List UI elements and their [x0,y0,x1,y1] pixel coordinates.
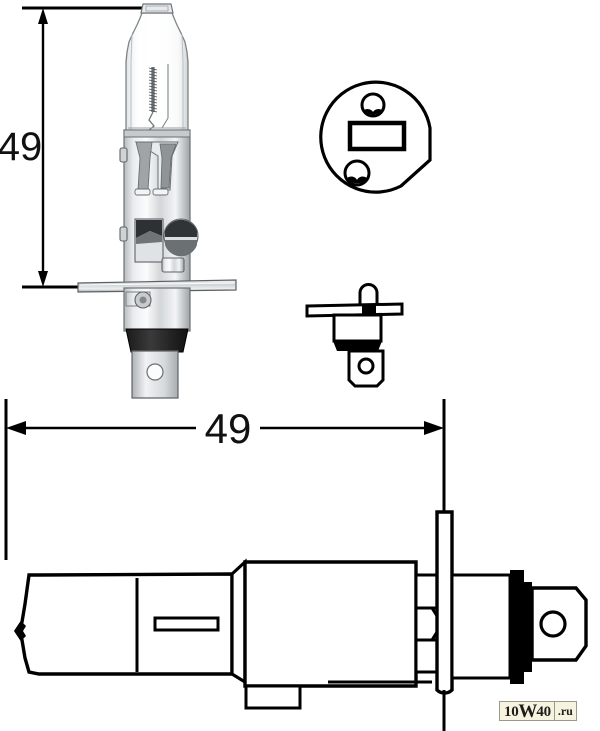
cap-center-slot [347,120,407,152]
arrowhead-left-icon [6,421,26,435]
watermark-number-prefix: 10 [504,704,519,720]
side-seal-band [510,570,524,684]
watermark-number-suffix: 40 [536,704,551,720]
side-base-right [450,573,512,680]
cap-boss-upper-notch [364,109,382,115]
flange-highlight [79,282,235,286]
dimension-label-backdrop [196,404,260,452]
glass-highlight-right [181,33,184,130]
base-crimp-ring [123,129,191,138]
dimension-vertical-49: 49 [0,6,157,289]
watermark-letter: W [518,701,537,722]
detail-base-body [332,313,383,343]
side-collar-lower [414,638,439,674]
side-collar-middle [414,606,439,642]
skirt-rivet-center [139,296,147,304]
view-top-plan [319,80,432,194]
side-seal-band-inner [524,582,532,672]
arrowhead-down-icon [38,271,48,287]
base-boss [161,257,185,273]
arrowhead-right-icon [424,421,444,435]
blade-terminal-hole [146,363,164,381]
dimension-horizontal-49: 49 [4,399,446,560]
side-base-body [243,560,418,688]
view-base-detail-elevation [305,283,404,388]
glass-envelope [125,12,189,133]
detail-locating-tab [358,283,379,307]
side-locating-flange [435,510,454,695]
side-collar-upper [414,573,439,610]
view-front-elevation [77,3,237,399]
cap-boss-lower-notch [347,176,367,184]
base-side-slot-upper [119,147,128,163]
glass-tip-marking [145,5,169,12]
side-blade-hole [539,610,567,638]
view-side-elevation [13,399,588,731]
dimension-label-vertical: 49 [0,125,42,169]
base-lower-round-window [163,218,199,257]
side-glass-envelope [13,572,234,676]
base-side-slot-lower [119,226,128,242]
base-upper-window [134,141,179,196]
side-body-slot [153,616,220,632]
seal-band [125,328,189,353]
side-base-skirt [244,684,302,710]
base-lower-rect-window [134,218,164,263]
glass-highlight-left [130,33,133,130]
detail-seal-band [333,341,382,351]
watermark-tld: .ru [553,702,576,720]
dimension-label-horizontal: 49 [205,405,252,452]
arrowhead-up-icon [38,8,48,24]
side-glass-tip [16,622,26,640]
side-transition-cone [230,558,247,685]
detail-blade-hole [357,357,375,375]
base-skirt [123,287,191,332]
